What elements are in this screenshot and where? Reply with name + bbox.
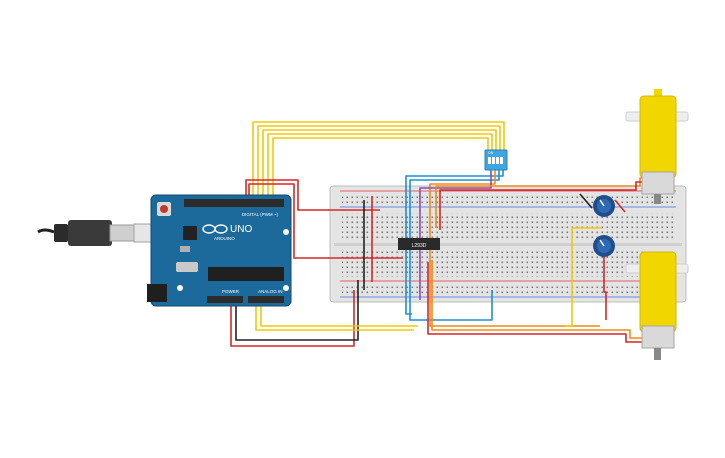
wire-black [579, 193, 593, 209]
wire-red [439, 181, 650, 230]
wire-red [427, 262, 650, 343]
dc-motor-top [625, 89, 689, 204]
wire-yellow [272, 137, 489, 198]
usb-plug [54, 224, 68, 242]
potentiometer-bottom [593, 235, 615, 257]
wire-red [248, 183, 403, 259]
wire-red [245, 179, 380, 211]
wire-yellow [260, 300, 418, 327]
dc-motor-bottom [625, 251, 689, 360]
usb-cable [37, 228, 55, 234]
wire-orange [431, 260, 650, 339]
wire-blue [405, 170, 504, 315]
wire-yellow [252, 121, 505, 198]
brand-label: ARDUINO [214, 236, 235, 241]
wire-red [603, 256, 607, 320]
power-header-label: POWER [222, 289, 240, 294]
wire-yellow [565, 227, 602, 327]
wires [230, 121, 650, 347]
wire-red [230, 290, 355, 347]
breadboard [329, 185, 687, 303]
wire-yellow [262, 129, 497, 198]
wire-yellow [255, 300, 414, 331]
dip-switch-on-label: ON [488, 151, 494, 155]
ic-label: L293D [412, 243, 427, 249]
potentiometer-top [593, 195, 615, 217]
board-model-label: UNO [230, 224, 252, 235]
analog-header-label: ANALOG IN [258, 289, 283, 294]
wire-black [235, 280, 359, 341]
wire-yellow [267, 133, 493, 198]
digital-header-label: DIGITAL (PWM ~) [242, 212, 279, 217]
motor-driver-ic: L293D [398, 238, 440, 250]
arduino-uno: DIGITAL (PWM ~) UNO ARDUINO POWER ANALOG… [37, 194, 292, 307]
wire-red [614, 199, 626, 213]
wire-yellow [257, 125, 501, 198]
wire-orange [429, 170, 600, 327]
dip-switch: ON [484, 149, 508, 171]
